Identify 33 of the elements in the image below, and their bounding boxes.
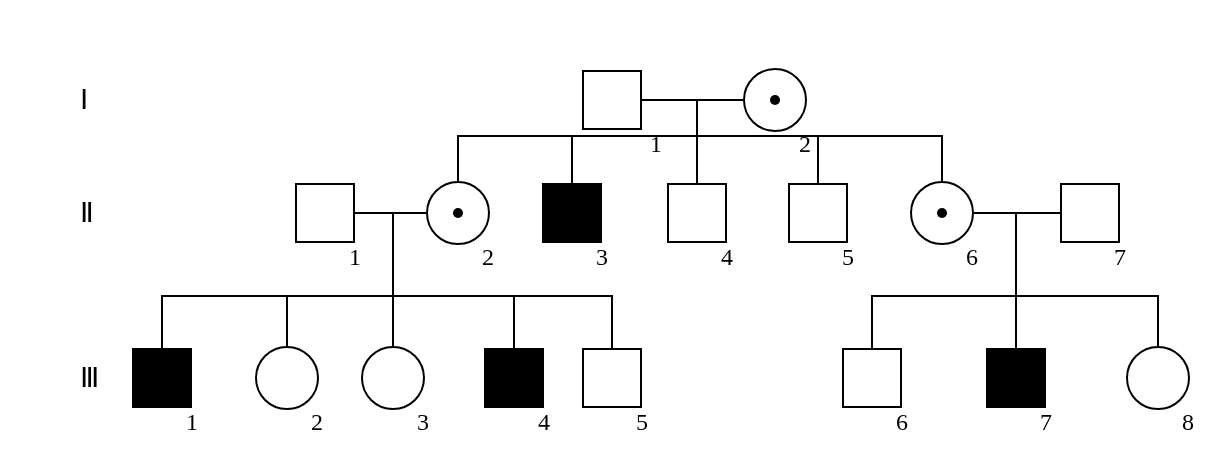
individual-number: 1 [186, 410, 198, 434]
male-square [667, 183, 727, 243]
individual-number: 1 [349, 245, 361, 269]
pedigree-line [1015, 212, 1159, 347]
individual-number: 1 [650, 132, 662, 156]
male-square [295, 183, 355, 243]
generation-label: Ⅰ [80, 86, 88, 114]
affected-male-square [542, 183, 602, 243]
generation-label: Ⅲ [80, 364, 99, 392]
pedigree-line [696, 99, 943, 182]
individual-number: 2 [311, 410, 323, 434]
male-square [842, 348, 902, 408]
individual-number: 3 [417, 410, 429, 434]
individual-number: 7 [1114, 245, 1126, 269]
individual-number: 7 [1040, 410, 1052, 434]
individual-number: 5 [842, 245, 854, 269]
individual-number: 4 [721, 245, 733, 269]
individual-number: 2 [482, 245, 494, 269]
affected-male-square [986, 348, 1046, 408]
individual-number: 4 [538, 410, 550, 434]
male-square [1060, 183, 1120, 243]
generation-label: Ⅱ [80, 199, 94, 227]
individual-number: 8 [1182, 410, 1194, 434]
male-square [788, 183, 848, 243]
individual-number: 6 [896, 410, 908, 434]
individual-number: 2 [799, 132, 811, 156]
individual-number: 3 [596, 245, 608, 269]
individual-number: 5 [636, 410, 648, 434]
affected-male-square [484, 348, 544, 408]
affected-male-square [132, 348, 192, 408]
individual-number: 6 [966, 245, 978, 269]
male-square [582, 70, 642, 130]
male-square [582, 348, 642, 408]
